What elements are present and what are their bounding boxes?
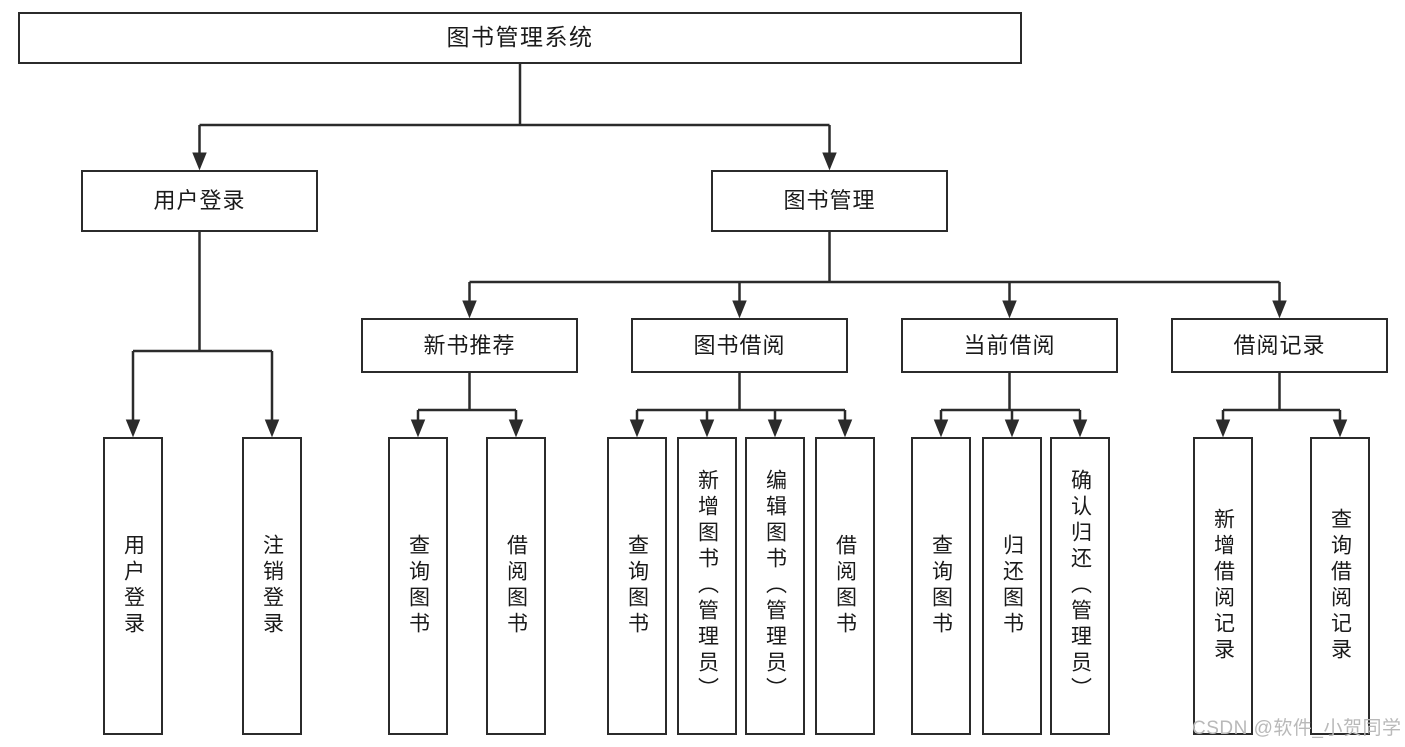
node-label: 图书借阅 xyxy=(693,332,786,358)
node-label: 新增图书（管理员） xyxy=(695,469,719,703)
node-label: 新书推荐 xyxy=(423,332,516,358)
edge-group-root xyxy=(192,64,837,171)
node-leaf_qrec[interactable]: 查询借阅记录 xyxy=(1310,437,1370,735)
node-leaf_b1[interactable]: 借阅图书 xyxy=(486,437,546,735)
node-label: 归还图书 xyxy=(1000,534,1024,638)
node-label: 查询图书 xyxy=(625,534,649,638)
node-new_rec[interactable]: 新书推荐 xyxy=(361,318,578,373)
node-leaf_edit[interactable]: 编辑图书（管理员） xyxy=(745,437,805,735)
node-current[interactable]: 当前借阅 xyxy=(901,318,1118,373)
node-user_login[interactable]: 用户登录 xyxy=(81,170,318,232)
node-label: 查询借阅记录 xyxy=(1328,508,1352,664)
node-leaf_b2[interactable]: 借阅图书 xyxy=(815,437,875,735)
edge-group-user_login xyxy=(125,232,280,438)
node-label: 借阅图书 xyxy=(833,534,857,638)
node-leaf_q1[interactable]: 查询图书 xyxy=(388,437,448,735)
node-label: 查询图书 xyxy=(406,534,430,638)
node-label: 查询图书 xyxy=(929,534,953,638)
node-label: 当前借阅 xyxy=(963,332,1056,358)
node-label: 图书管理系统 xyxy=(446,24,594,51)
node-label: 用户登录 xyxy=(153,188,246,214)
node-label: 注销登录 xyxy=(260,534,284,638)
node-leaf_q2[interactable]: 查询图书 xyxy=(607,437,667,735)
node-root[interactable]: 图书管理系统 xyxy=(18,12,1022,64)
edge-group-records xyxy=(1215,373,1348,438)
node-leaf_cret[interactable]: 确认归还（管理员） xyxy=(1050,437,1110,735)
node-label: 图书管理 xyxy=(783,188,876,214)
edge-group-new_rec xyxy=(410,373,524,438)
node-leaf_q3[interactable]: 查询图书 xyxy=(911,437,971,735)
csdn-watermark: CSDN @软件_小贺同学 xyxy=(1192,718,1402,739)
node-label: 新增借阅记录 xyxy=(1211,508,1235,664)
node-book_mgmt[interactable]: 图书管理 xyxy=(711,170,948,232)
node-leaf_addrec[interactable]: 新增借阅记录 xyxy=(1193,437,1253,735)
node-label: 确认归还（管理员） xyxy=(1068,469,1092,703)
node-leaf_add[interactable]: 新增图书（管理员） xyxy=(677,437,737,735)
node-label: 借阅图书 xyxy=(504,534,528,638)
edge-group-book_mgmt xyxy=(462,232,1287,319)
edge-group-borrow xyxy=(629,373,853,438)
node-label: 编辑图书（管理员） xyxy=(763,469,787,703)
node-records[interactable]: 借阅记录 xyxy=(1171,318,1388,373)
edge-group-current xyxy=(933,373,1088,438)
node-leaf_logout[interactable]: 注销登录 xyxy=(242,437,302,735)
node-borrow[interactable]: 图书借阅 xyxy=(631,318,848,373)
node-leaf_ret[interactable]: 归还图书 xyxy=(982,437,1042,735)
node-label: 用户登录 xyxy=(121,534,145,638)
node-leaf_login[interactable]: 用户登录 xyxy=(103,437,163,735)
node-label: 借阅记录 xyxy=(1233,332,1326,358)
